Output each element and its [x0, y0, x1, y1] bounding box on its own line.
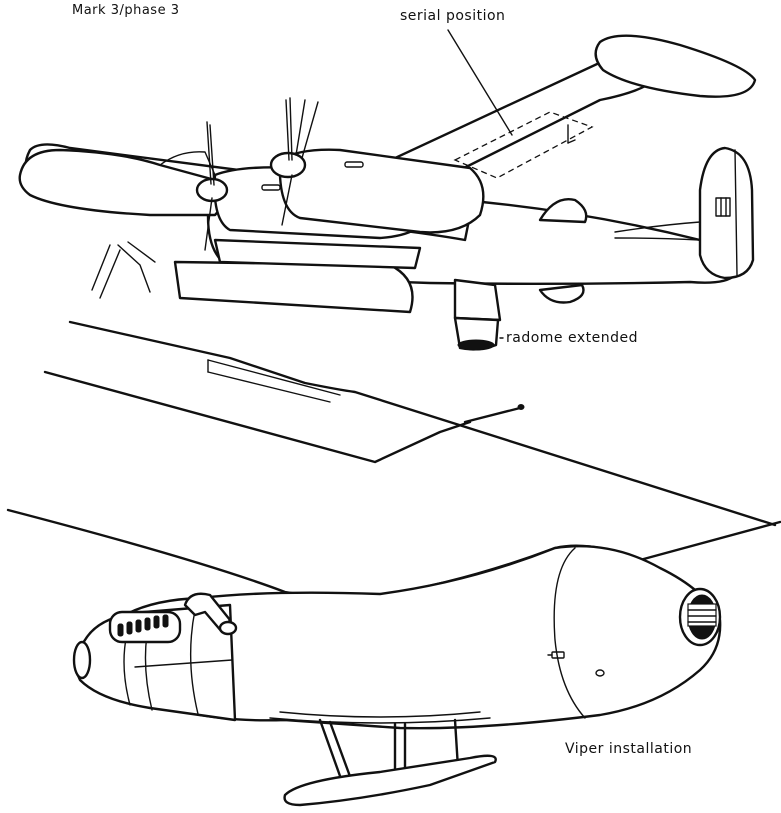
- louvre-slots: [117, 614, 169, 637]
- radome-extended-label: radome extended: [506, 330, 639, 346]
- viper-installation-illustration: [6, 508, 781, 807]
- tailplane-stub: [538, 198, 588, 224]
- cockpit-canopy: [159, 151, 216, 176]
- wing-section-illustration: [43, 320, 777, 527]
- mark-phase-label: Mark 3/phase 3: [72, 3, 180, 18]
- propeller-blades: [91, 97, 319, 299]
- pitot-tube: [463, 406, 522, 424]
- serial-leader-line: [447, 29, 513, 136]
- serial-position-label: serial position: [400, 8, 506, 24]
- skid-fairing: [283, 754, 497, 807]
- tailplane-lower: [538, 283, 585, 304]
- wing-trailing-edge: [43, 370, 472, 464]
- exhaust-nozzle: [72, 640, 92, 680]
- wingtip-tank: [594, 34, 757, 98]
- serial-position-box: [453, 111, 594, 179]
- aircraft-illustration: [18, 29, 757, 351]
- engine-nacelle-2: [278, 148, 485, 234]
- radome-housing: [453, 278, 502, 322]
- wing-leading-edge: [68, 320, 777, 527]
- port-outer-nacelle: [18, 148, 224, 217]
- exhaust-elbow-pipe: [183, 592, 232, 634]
- ventral-pannier: [173, 260, 414, 314]
- viper-installation-label: Viper installation: [565, 741, 693, 757]
- propeller-spinner-2: [269, 151, 307, 179]
